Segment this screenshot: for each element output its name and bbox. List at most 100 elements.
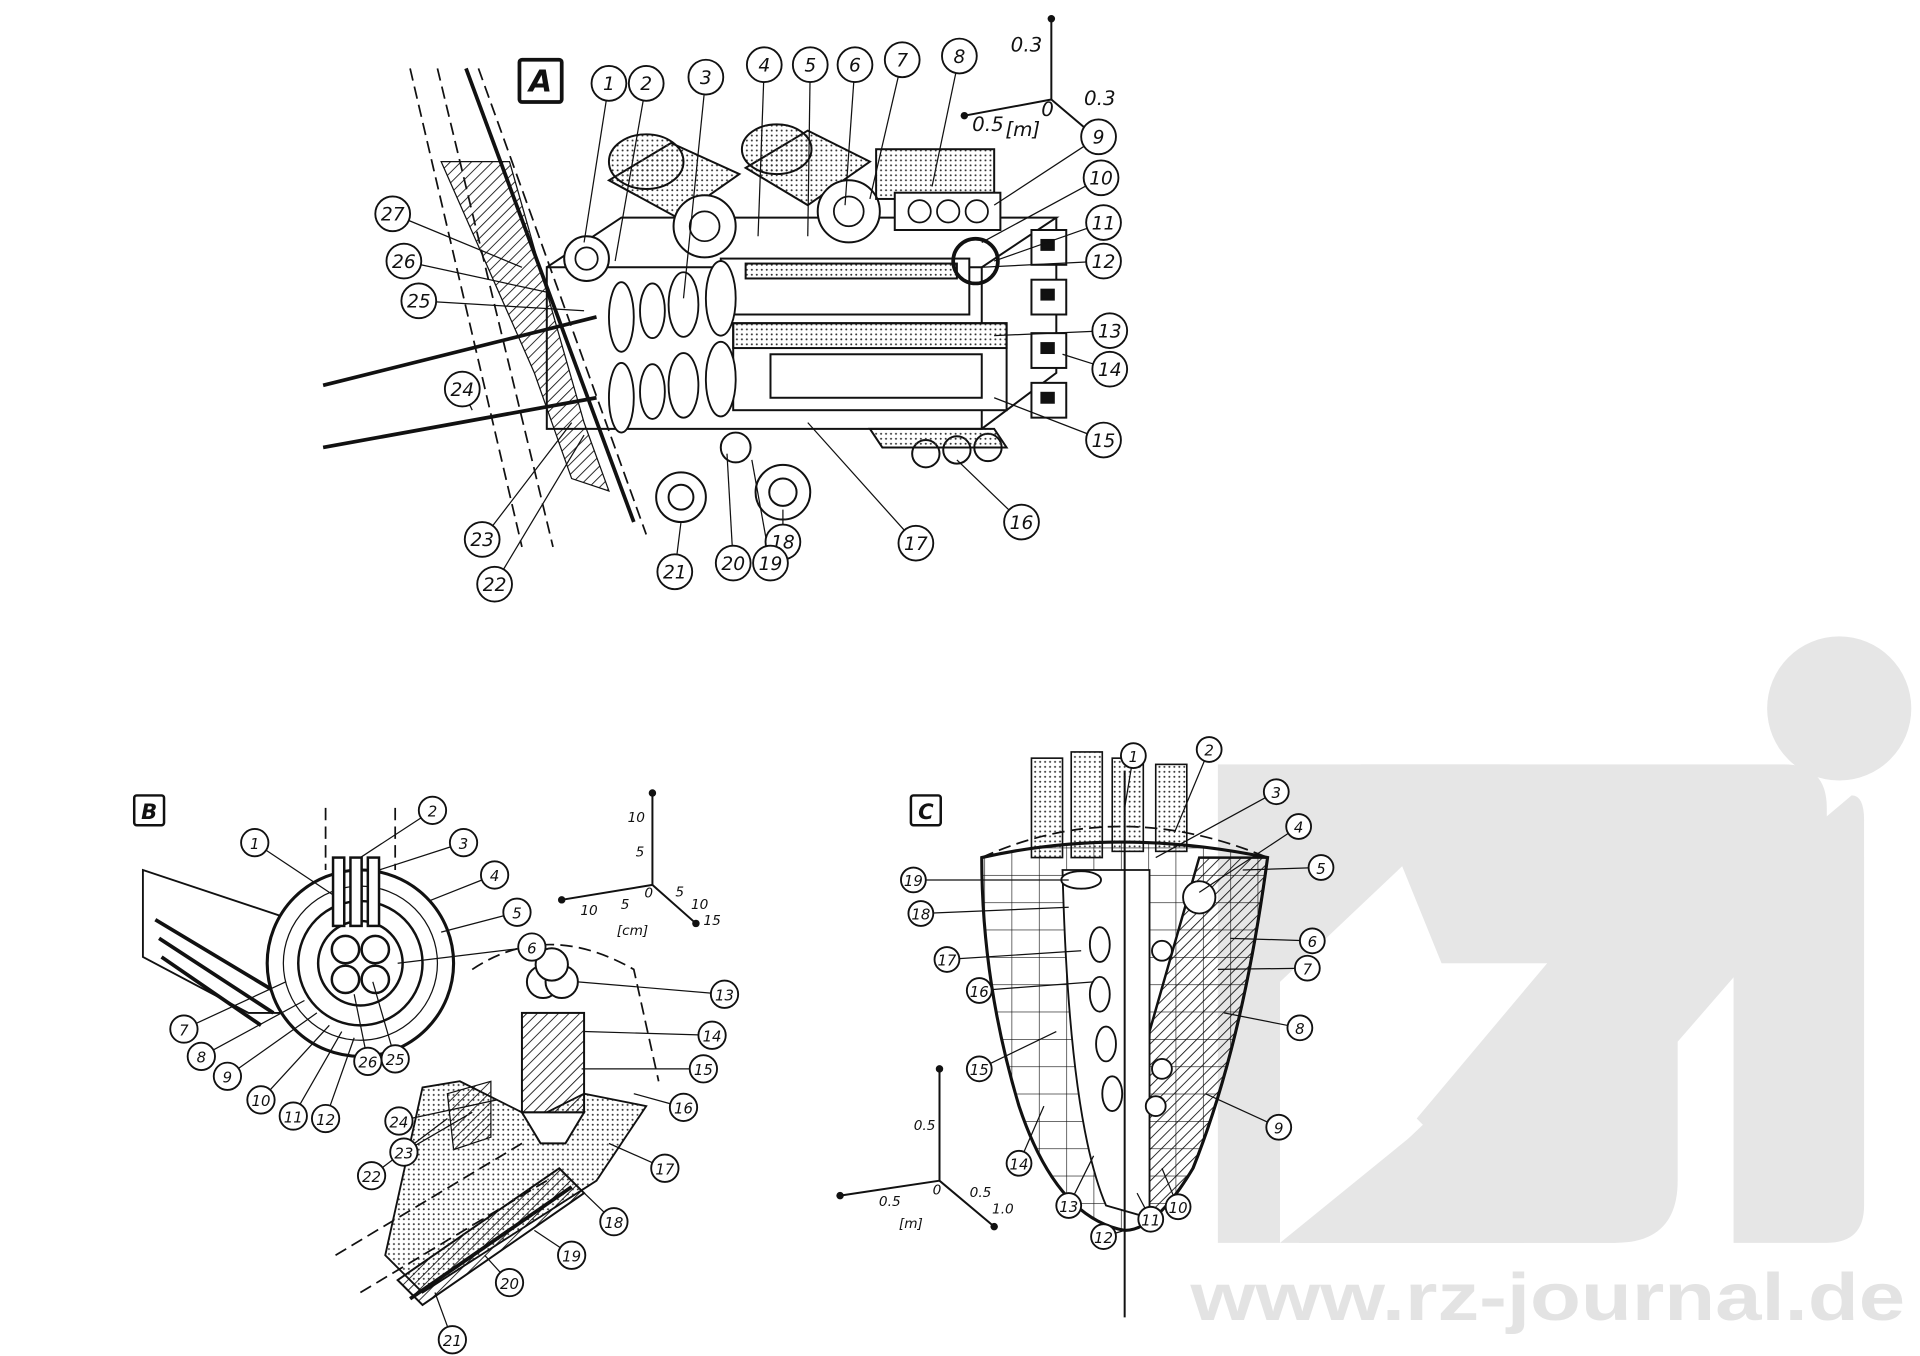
callout-number: 24 [389,1113,408,1131]
leader-line [360,817,422,859]
panel-letter-text: C [918,799,934,824]
callout-number: 16 [970,983,989,1001]
axis-arrow-icon [1047,15,1056,23]
callout-number: 5 [804,55,816,76]
leader-line [329,1037,355,1106]
callout-number: 19 [759,554,783,575]
leader-line [484,1254,501,1273]
callout-b-26: 26 [353,1046,383,1076]
callout-c-14: 14 [1005,1149,1033,1177]
axis-label: 0.5 [972,113,1004,136]
callout-a-4: 4 [745,46,783,84]
callout-b-8: 8 [186,1041,216,1072]
leader-line [844,82,855,206]
callout-number: 13 [1098,321,1122,342]
callout-c-15: 15 [965,1055,993,1083]
axis-arrow-icon [557,896,566,904]
axis-label: 0.5 [879,1194,901,1210]
callout-c-2: 2 [1195,736,1223,763]
leader-line [196,981,287,1024]
axis-label: 5 [636,845,645,861]
callout-b-15: 15 [688,1054,718,1084]
leader-line [420,264,547,293]
callout-number: 6 [1308,933,1317,951]
callout-b-11: 11 [278,1101,308,1131]
leader-line [807,82,811,237]
callout-number: 11 [1092,213,1116,234]
callout-c-3: 3 [1262,778,1290,806]
leader-line [1124,767,1132,808]
callout-b-17: 17 [650,1153,680,1183]
leader-line [415,1111,473,1146]
leader-line [378,846,451,871]
axis-label: 0.3 [1011,33,1043,56]
leader-line [469,404,473,411]
callout-number: 8 [953,47,965,68]
callout-number: 26 [392,252,416,273]
callout-number: 23 [470,530,494,551]
callout-number: 13 [715,987,734,1005]
axis-label: [m] [899,1216,923,1232]
callout-number: 8 [1295,1020,1304,1038]
callout-number: 10 [1169,1199,1188,1217]
callout-number: 14 [703,1028,722,1046]
callout-number: 21 [663,562,687,583]
callout-c-1: 1 [1120,742,1147,770]
leader-line [534,1229,561,1249]
callout-number: 6 [527,939,536,957]
callout-b-14: 14 [697,1020,727,1050]
callout-number: 6 [849,55,861,76]
callout-number: 12 [1094,1229,1113,1247]
leader-line [933,906,1069,914]
callout-b-19: 19 [557,1240,587,1270]
callout-number: 4 [758,55,770,76]
axis-arrow-icon [836,1191,844,1200]
callout-number: 12 [316,1111,335,1129]
callout-b-10: 10 [246,1085,276,1115]
callout-a-19: 19 [752,544,789,582]
axis-arrow-icon [648,789,657,797]
leader-line [238,1012,318,1069]
callout-number: 2 [428,803,437,821]
leader-line [213,999,305,1051]
callout-c-16: 16 [965,977,993,1004]
leader-line [299,1031,343,1105]
leader-line [1198,832,1289,893]
callout-a-6: 6 [836,46,874,84]
axis-label: 0 [933,1183,942,1199]
callout-a-15: 15 [1085,421,1122,459]
callout-a-24: 24 [443,370,481,408]
callout-number: 8 [197,1049,206,1067]
callout-number: 22 [483,575,507,596]
callout-b-16: 16 [668,1092,699,1122]
callout-number: 3 [1272,784,1281,802]
callout-number: 17 [937,952,956,970]
leader-line [372,981,392,1046]
leader-line [428,879,483,902]
callout-number: 25 [407,292,431,313]
callout-c-11: 11 [1137,1205,1165,1233]
callout-c-9: 9 [1265,1113,1293,1141]
callout-a-17: 17 [897,524,935,562]
callout-number: 20 [500,1275,519,1293]
callout-number: 7 [1303,960,1313,978]
callout-number: 1 [1129,748,1138,766]
callout-number: 20 [721,554,745,575]
callout-c-12: 12 [1090,1223,1117,1250]
callout-b-1: 1 [240,828,270,858]
callout-c-4: 4 [1285,813,1312,840]
leader-line [1223,1012,1288,1027]
callout-a-13: 13 [1091,312,1129,349]
callout-number: 17 [904,534,928,555]
axis-arrow-icon [990,1222,998,1231]
axis-label: [cm] [617,923,648,939]
leader-line [492,422,573,527]
axis-label: 0.5 [970,1185,992,1201]
callout-number: 10 [1089,169,1113,190]
leader-line [434,1292,449,1328]
callout-number: 10 [251,1092,270,1110]
callout-a-12: 12 [1085,242,1122,280]
leader-line [676,521,682,555]
